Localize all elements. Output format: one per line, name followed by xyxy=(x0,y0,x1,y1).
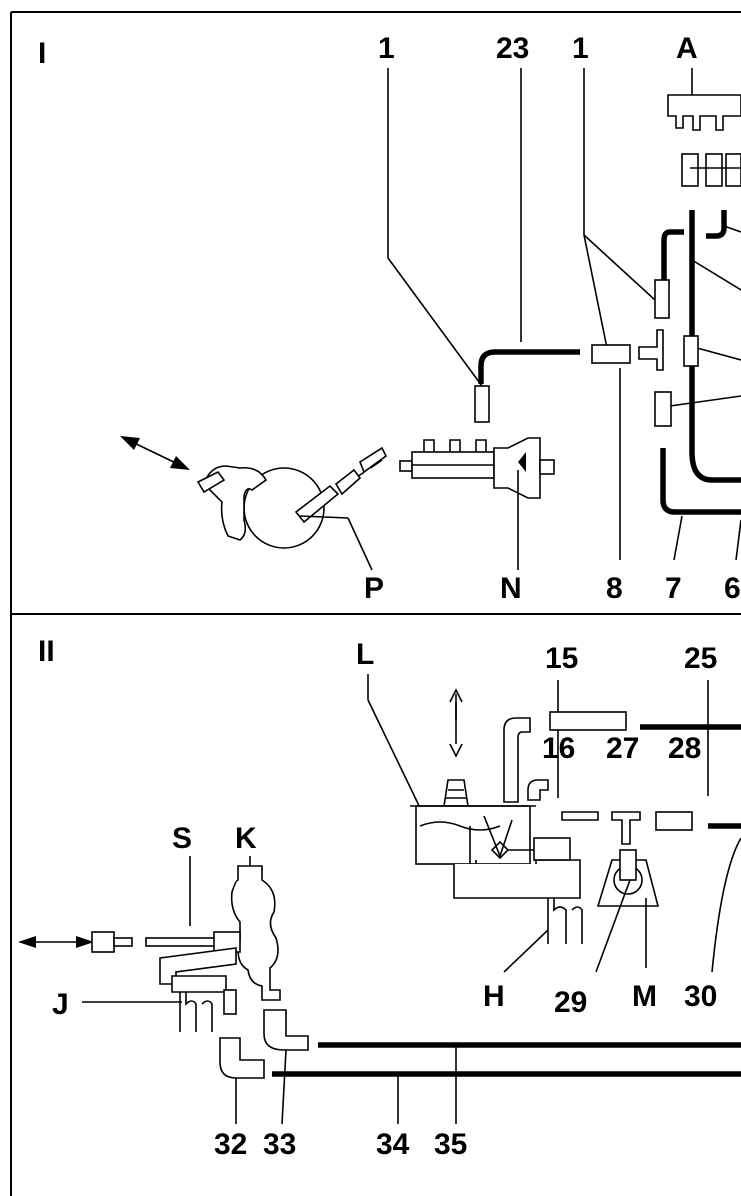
section-i-drawing: 1 23 1 A xyxy=(120,32,741,605)
label-h: H xyxy=(483,980,505,1013)
label-32: 32 xyxy=(214,1128,247,1161)
label-25: 25 xyxy=(684,642,717,675)
label-p: P xyxy=(364,572,384,605)
label-15: 15 xyxy=(545,642,578,675)
label-a: A xyxy=(676,32,698,65)
label-s: S xyxy=(172,822,192,855)
label-8: 8 xyxy=(606,572,623,605)
label-29: 29 xyxy=(554,986,587,1019)
label-23: 23 xyxy=(496,32,529,65)
label-33: 33 xyxy=(263,1128,296,1161)
label-6: 6 xyxy=(724,572,741,605)
label-34: 34 xyxy=(376,1128,410,1161)
label-28: 28 xyxy=(668,732,701,765)
section-title-i: I xyxy=(38,37,46,70)
label-7: 7 xyxy=(665,572,682,605)
label-1b: 1 xyxy=(572,32,589,65)
section-title-ii: II xyxy=(38,635,55,668)
frame xyxy=(10,11,741,1196)
label-m: M xyxy=(632,980,657,1013)
label-1a: 1 xyxy=(378,32,395,65)
label-35: 35 xyxy=(434,1128,467,1161)
label-j: J xyxy=(52,988,69,1021)
section-ii-drawing: L 15 25 16 27 28 xyxy=(18,638,741,1161)
label-l: L xyxy=(356,638,374,671)
label-27: 27 xyxy=(606,732,639,765)
label-k: K xyxy=(235,822,257,855)
label-30: 30 xyxy=(684,980,717,1013)
label-n: N xyxy=(500,572,522,605)
